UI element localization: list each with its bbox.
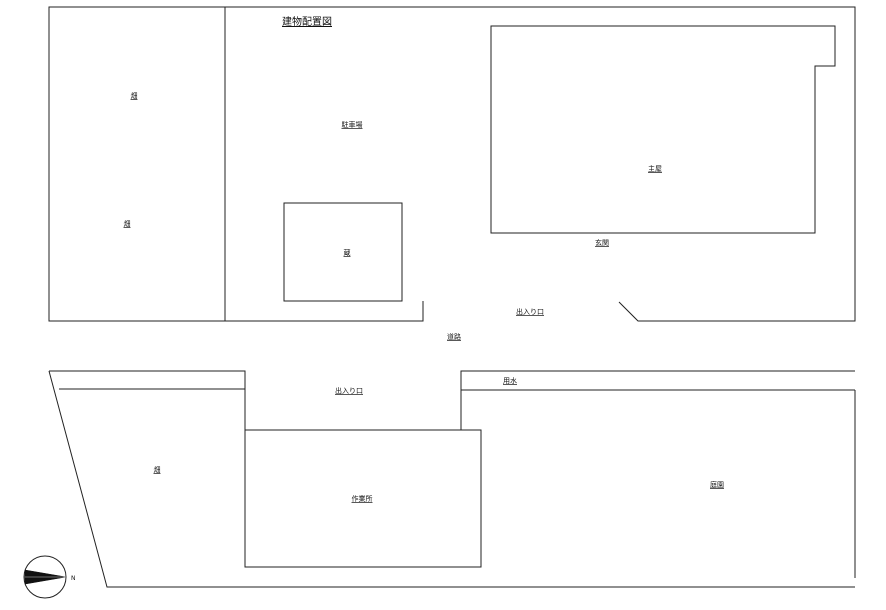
lower-lot-boundary — [49, 370, 482, 568]
label-field-top-1: 畑 — [131, 92, 138, 100]
label-gateway-bottom: 出入り口 — [335, 386, 363, 395]
label-field-bottom: 畑 — [154, 466, 161, 474]
label-parking: 駐車場 — [342, 120, 363, 129]
label-shed: 蔵 — [344, 248, 351, 257]
north-label: N — [71, 575, 76, 582]
label-field-top-2: 畑 — [124, 220, 131, 228]
plan-title: 建物配置図 — [282, 15, 332, 28]
lower-right-boundary — [460, 370, 855, 430]
label-workshop: 作業所 — [352, 494, 373, 503]
main-house-outline — [490, 25, 836, 234]
lower-lot — [48, 370, 856, 588]
label-gateway-top: 出入り口 — [516, 307, 544, 316]
label-main-house: 主屋 — [648, 164, 662, 173]
shed-outline — [283, 202, 403, 302]
label-road: 道路 — [447, 332, 461, 341]
lower-left-boundary — [48, 370, 855, 588]
label-garden: 庭園 — [710, 480, 724, 489]
label-waterway: 用水 — [503, 376, 517, 385]
upper-lot — [48, 6, 856, 322]
north-arrow-icon: N — [23, 555, 76, 599]
upper-lot-boundary — [48, 6, 856, 322]
label-entrance-hall: 玄関 — [595, 238, 609, 247]
